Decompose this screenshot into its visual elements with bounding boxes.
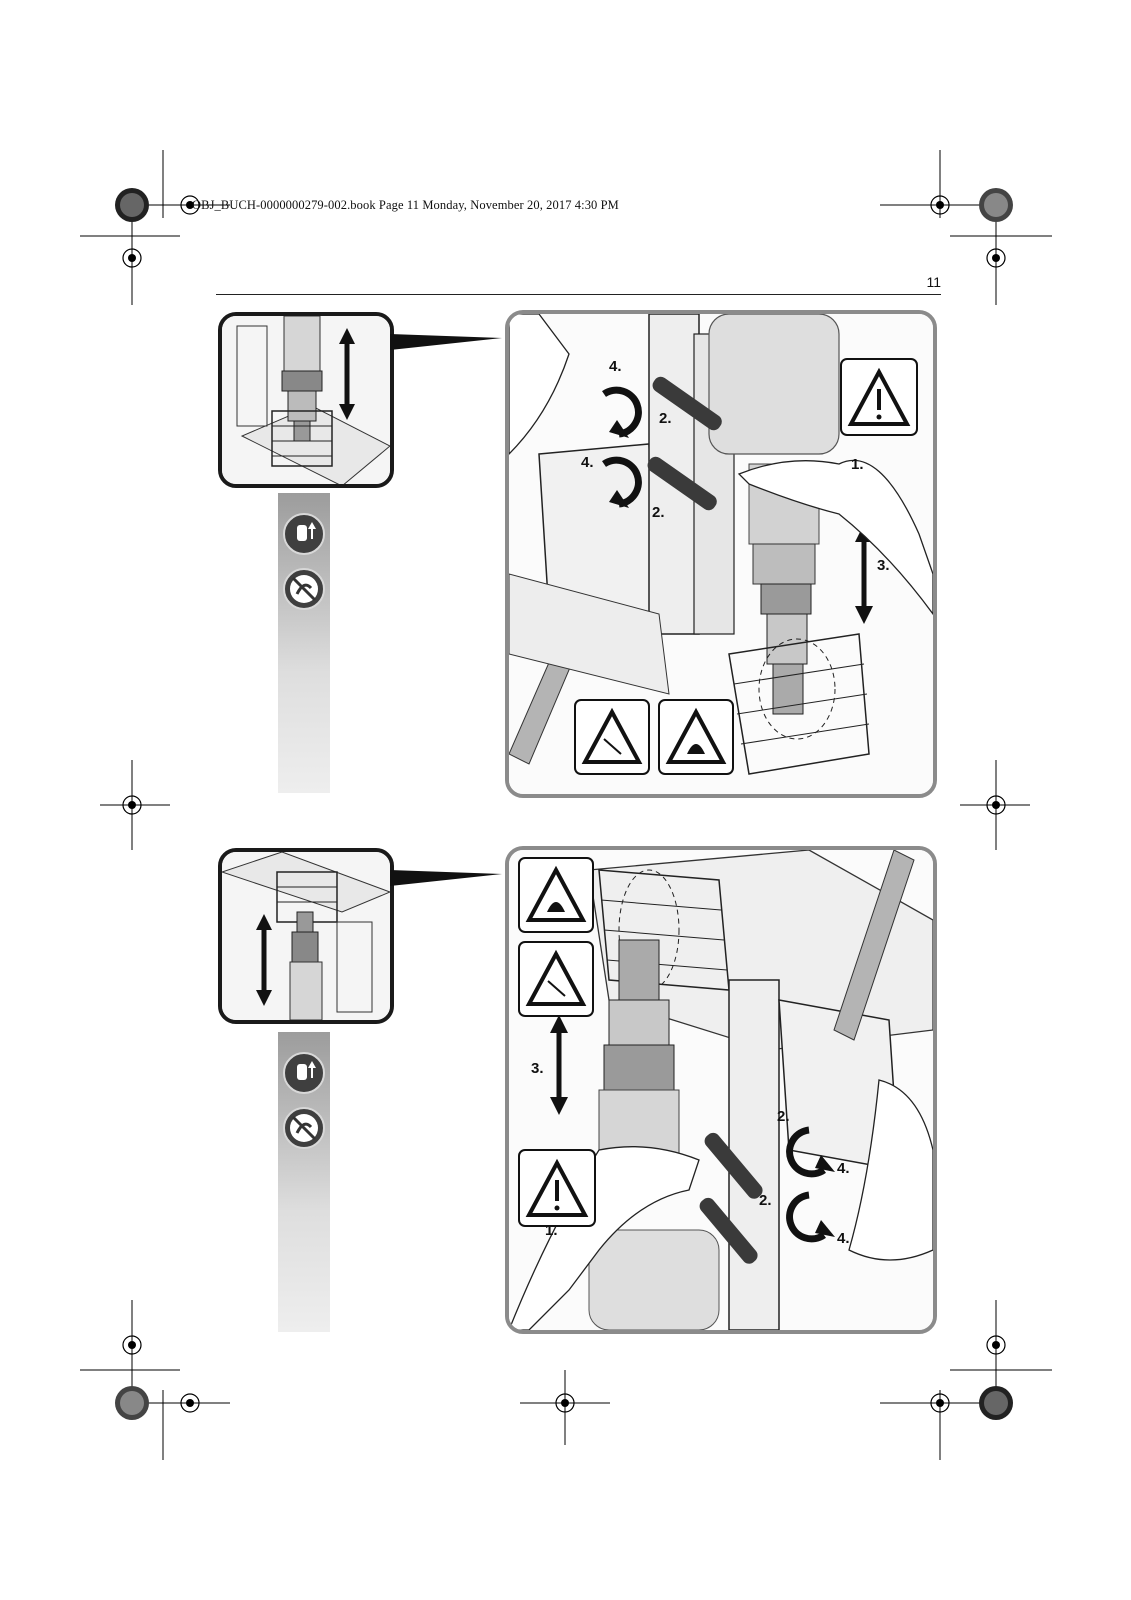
hand-cut-warning-icon [658, 699, 734, 775]
hand-guide-icon [283, 1052, 325, 1094]
callout-wedge-bottom [390, 870, 502, 886]
general-warning-icon [518, 1149, 596, 1227]
sharp-blade-warning-icon [518, 941, 594, 1017]
no-rotation-icon [283, 568, 325, 610]
step-label: 4. [581, 454, 594, 471]
hand-guide-icon [283, 513, 325, 555]
step-label: 1. [851, 456, 864, 473]
detail-inset-top [218, 312, 394, 488]
sharp-blade-warning-icon [574, 699, 650, 775]
drill-removal-illustration [509, 850, 933, 1330]
step-label: 2. [652, 504, 665, 521]
drill-bit-detail-illustration [222, 316, 390, 484]
step-label: 2. [777, 1108, 790, 1125]
step-label: 4. [837, 1160, 850, 1177]
step-label: 4. [837, 1230, 850, 1247]
no-rotation-icon [283, 1107, 325, 1149]
icon-strip-bottom [278, 1032, 330, 1332]
main-illustration-top: 1. 2. 2. 3. 4. 4. [505, 310, 937, 798]
step-label: 2. [759, 1192, 772, 1209]
step-label: 4. [609, 358, 622, 375]
main-illustration-bottom: 1. 2. 2. 3. 4. 4. [505, 846, 937, 1334]
header-rule [216, 294, 941, 295]
step-label: 1. [545, 1222, 558, 1239]
detail-inset-bottom [218, 848, 394, 1024]
step-label: 3. [531, 1060, 544, 1077]
callout-wedge-top [390, 334, 502, 350]
page-number: 11 [926, 274, 941, 290]
book-info-header: OBJ_BUCH-0000000279-002.book Page 11 Mon… [192, 198, 619, 212]
drill-installation-illustration [509, 314, 933, 794]
icon-strip-top [278, 493, 330, 793]
drill-bit-detail-illustration [222, 852, 390, 1020]
hand-cut-warning-icon [518, 857, 594, 933]
step-label: 3. [877, 557, 890, 574]
step-label: 2. [659, 410, 672, 427]
general-warning-icon [840, 358, 918, 436]
